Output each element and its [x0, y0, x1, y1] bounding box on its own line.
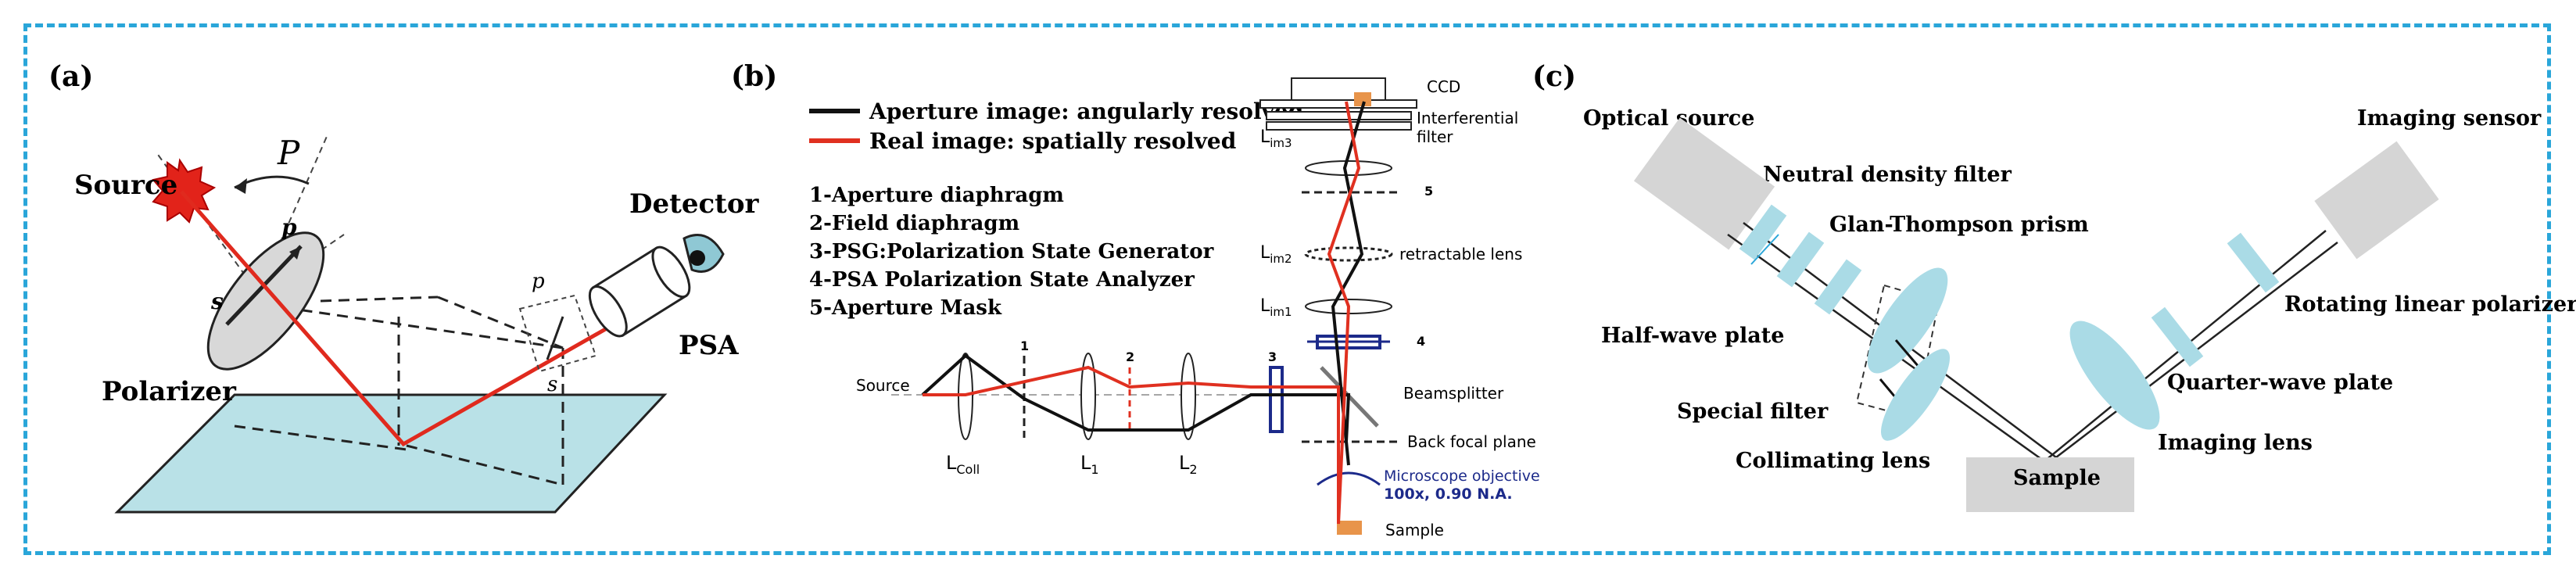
panel-a: (a) P — [48, 60, 760, 514]
quarter-wave-plate — [2151, 306, 2204, 367]
half-wave-leader — [1750, 234, 1779, 265]
rot-polarizer-label: Rotating linear polarizer — [2284, 292, 2576, 317]
optical-source-label: Optical source — [1583, 106, 1754, 131]
psa-label: PSA — [679, 330, 739, 361]
objective-lens — [1317, 471, 1381, 486]
panel-c: (c) Optical source Imaging sensor Neutra… — [1532, 60, 2576, 512]
collimating-lens — [1880, 349, 1951, 441]
sample-block — [1337, 521, 1362, 535]
detector-lens — [690, 250, 705, 266]
lens-im2 — [1304, 246, 1393, 262]
imaging-lens-label: Imaging lens — [2158, 431, 2313, 455]
angle-label: P — [277, 134, 300, 172]
s2-label: s — [547, 373, 557, 396]
sample-label-c: Sample — [2013, 466, 2101, 490]
label-1: 1 — [1020, 339, 1029, 353]
label-4: 4 — [1417, 334, 1425, 349]
rotating-polarizer — [2227, 232, 2280, 293]
label-5: 5 — [1424, 184, 1433, 199]
l1-label: L1 — [1080, 452, 1099, 477]
special-filter-label: Special filter — [1677, 399, 1829, 424]
quarter-wave-label: Quarter-wave plate — [2167, 371, 2393, 395]
source-label-b: Source — [856, 376, 910, 395]
item-4: 4-PSA Polarization State Analyzer — [809, 268, 1195, 292]
interf-filter-1 — [1266, 111, 1412, 120]
sample-plane — [114, 393, 668, 514]
label-2: 2 — [1126, 349, 1134, 364]
interf-label-2: filter — [1417, 127, 1453, 146]
ccd-base — [1259, 99, 1417, 109]
polarizer-label: Polarizer — [102, 376, 237, 407]
objective-label: Microscope objective — [1384, 468, 1540, 485]
gt-prism-label: Glan-Thompson prism — [1829, 213, 2089, 237]
s-label: s — [210, 288, 224, 314]
interf-filter-2 — [1266, 121, 1412, 131]
ccd-label: CCD — [1427, 77, 1460, 96]
item-3: 3-PSG:Polarization State Generator — [809, 240, 1214, 263]
detector-label: Detector — [629, 188, 760, 220]
dashed-frame — [23, 23, 2551, 555]
half-wave-plate-2 — [1814, 259, 1862, 315]
bfp-label: Back focal plane — [1407, 432, 1536, 451]
projection-lines — [234, 296, 564, 486]
p2-label: p — [532, 270, 545, 293]
retract-label: retractable lens — [1399, 245, 1522, 263]
gt-prism-lens — [1867, 267, 1948, 374]
label-3: 3 — [1268, 349, 1277, 364]
legend-real: Real image: spatially resolved — [869, 128, 1236, 154]
source-star — [152, 158, 217, 224]
analyzer-axis — [546, 316, 564, 360]
collimating-label: Collimating lens — [1736, 449, 1930, 473]
panel-b: (b) Aperture image: angularly resolved R… — [731, 60, 1540, 539]
aperture-ray — [921, 101, 1366, 466]
gt-prism-line-1 — [1894, 339, 1921, 368]
item-5: 5-Aperture Mask — [809, 296, 1002, 320]
nd-filter-label: Neutral density filter — [1763, 163, 2012, 187]
l2-label: L2 — [1179, 452, 1198, 477]
detector-cylinder — [588, 245, 691, 338]
imaging-sensor-label: Imaging sensor — [2357, 106, 2542, 131]
lens-im3 — [1305, 160, 1392, 176]
imaging-lens — [2069, 321, 2160, 430]
half-wave-plate-1 — [1776, 231, 1825, 288]
source-label: Source — [74, 170, 177, 201]
beamsplitter-label: Beamsplitter — [1403, 384, 1504, 403]
lim2-label: Lim2 — [1260, 243, 1292, 266]
lens-1 — [1080, 353, 1096, 440]
angle-arrow — [235, 178, 247, 194]
lens-2 — [1181, 353, 1196, 440]
sample-label-b: Sample — [1385, 521, 1444, 539]
item-2: 2-Field diaphragm — [809, 212, 1019, 235]
lcoll-label: LColl — [946, 452, 980, 477]
sample-box — [1966, 457, 2134, 512]
objective-spec: 100x, 0.90 N.A. — [1384, 485, 1513, 503]
legend-aperture: Aperture image: angularly resolved — [869, 99, 1303, 124]
polarizer-axis-arrow — [289, 246, 301, 260]
lim1-label: Lim1 — [1260, 296, 1292, 319]
panel-b-label: (b) — [731, 60, 777, 93]
ccd-sensor — [1354, 92, 1371, 106]
beam-path — [180, 190, 615, 447]
interf-label-1: Interferential — [1417, 109, 1518, 127]
polarizer-disc — [206, 231, 325, 371]
half-wave-label: Half-wave plate — [1601, 324, 1784, 348]
panel-c-label: (c) — [1532, 60, 1576, 93]
lim3-label: Lim3 — [1260, 127, 1292, 150]
p-label: p — [281, 214, 297, 240]
imaging-sensor-box — [2314, 141, 2439, 260]
real-ray — [923, 101, 1361, 525]
panel-a-label: (a) — [48, 60, 93, 93]
nd-filter — [1739, 204, 1787, 260]
item-1: 1-Aperture diaphragm — [809, 184, 1064, 207]
optical-source-box — [1633, 117, 1775, 250]
psg-3 — [1269, 366, 1284, 433]
analyzer-box — [518, 294, 597, 373]
